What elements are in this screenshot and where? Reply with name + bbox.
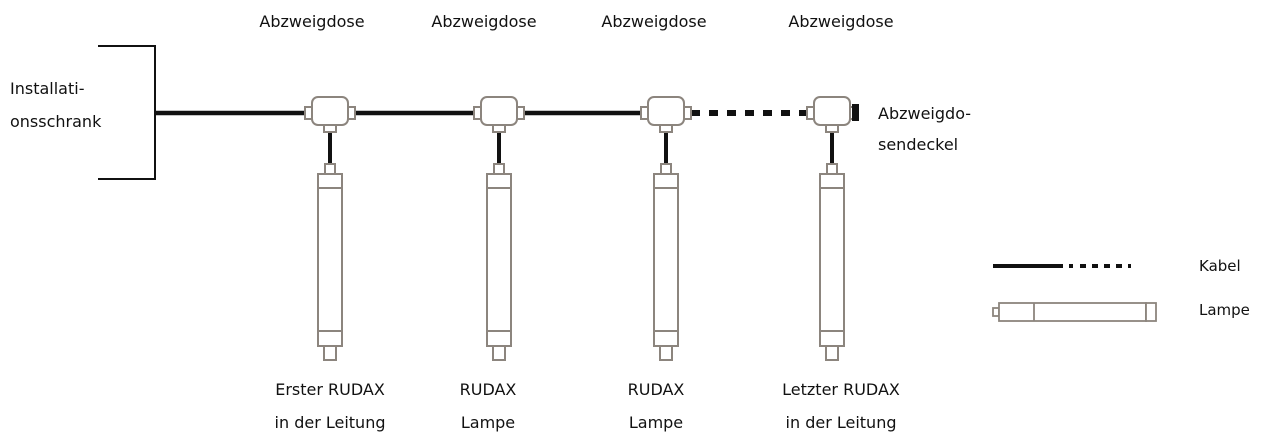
lamp-tube-icon <box>317 163 343 361</box>
lamp-4: Letzter RUDAX in der Leitung <box>782 163 900 432</box>
lamp-label-line2: in der Leitung <box>786 413 897 432</box>
lamp-tube-icon <box>819 163 845 361</box>
junction-box-2: Abzweigdose <box>431 12 537 133</box>
junction-box-label: Abzweigdose <box>259 12 364 31</box>
drop-cables <box>328 131 834 164</box>
end-cap-label-line2: sendeckel <box>878 135 958 154</box>
junction-box-label: Abzweigdose <box>788 12 893 31</box>
junction-box-icon <box>640 96 692 133</box>
legend-lamp-label: Lampe <box>1199 301 1250 319</box>
lamp-label-line2: Lampe <box>629 413 683 432</box>
lamp-3: RUDAX Lampe <box>628 163 685 432</box>
lamp-legend-icon <box>992 302 1157 322</box>
junction-box-label: Abzweigdose <box>431 12 536 31</box>
lamp-1: Erster RUDAX in der Leitung <box>275 163 386 432</box>
cabinet-label-line1: Installati- <box>10 79 84 98</box>
lamp-label-line1: Letzter RUDAX <box>782 380 900 399</box>
cabinet: Installati- onsschrank <box>10 45 156 180</box>
legend: Kabel Lampe <box>992 257 1250 322</box>
lamp-tube-icon <box>653 163 679 361</box>
junction-box-icon <box>304 96 356 133</box>
junction-box-1: Abzweigdose <box>259 12 365 133</box>
cabinet-bracket-icon <box>98 45 156 180</box>
junction-box-3: Abzweigdose <box>601 12 707 133</box>
lamp-tube-icon <box>486 163 512 361</box>
cabinet-label-line2: onsschrank <box>10 112 102 131</box>
end-cap-label-line1: Abzweigdo- <box>878 104 971 123</box>
lamp-label-line2: in der Leitung <box>275 413 386 432</box>
legend-cable-label: Kabel <box>1199 257 1241 275</box>
lamp-label-line1: RUDAX <box>460 380 517 399</box>
lamp-2: RUDAX Lampe <box>460 163 517 432</box>
junction-box-label: Abzweigdose <box>601 12 706 31</box>
junction-box-icon <box>473 96 525 133</box>
lamp-label-line1: Erster RUDAX <box>275 380 385 399</box>
junction-box-icon <box>806 96 858 133</box>
end-cap: Abzweigdo- sendeckel <box>852 104 971 154</box>
lamp-label-line1: RUDAX <box>628 380 685 399</box>
lamp-label-line2: Lampe <box>461 413 515 432</box>
end-cap-icon <box>852 104 859 121</box>
